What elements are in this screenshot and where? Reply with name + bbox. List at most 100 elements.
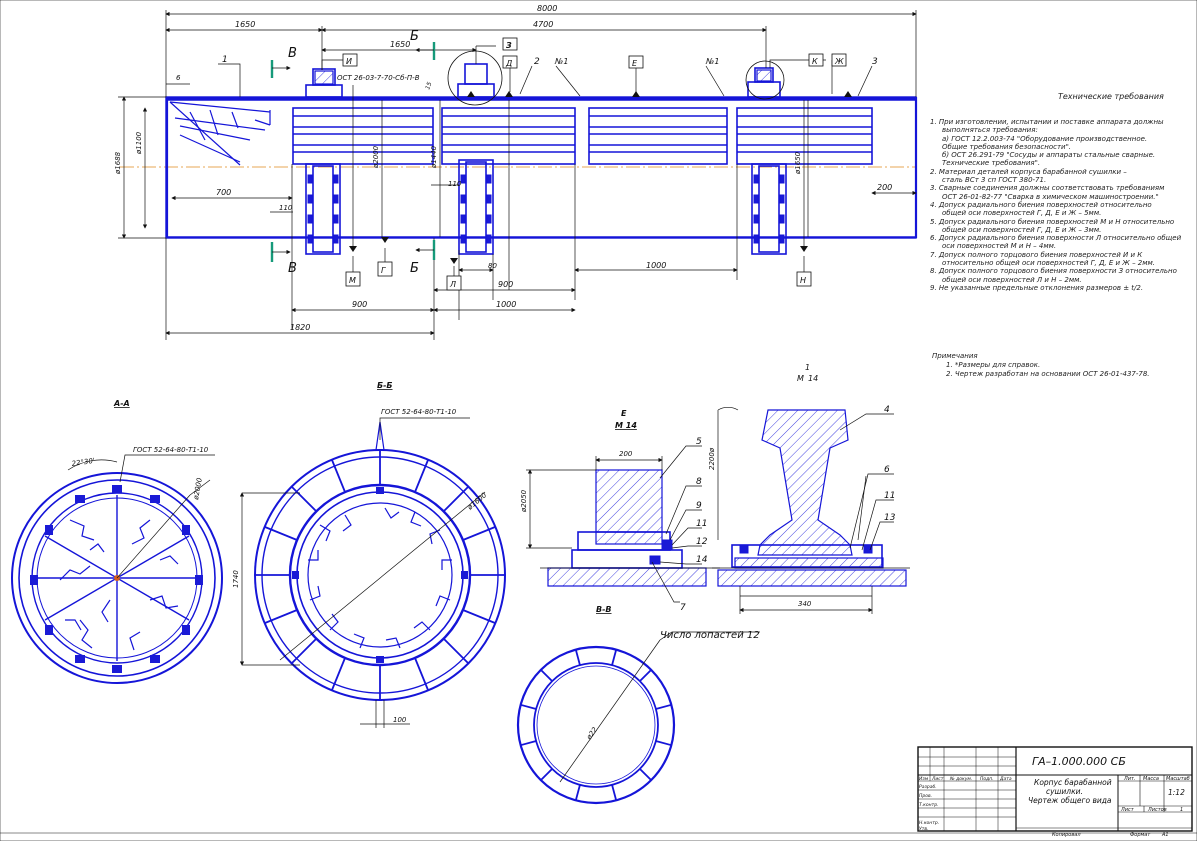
view-e-text: Е М 14 200 ø2050 5 8 9 11 12 14 7 В-В <box>520 409 708 614</box>
requirement-line: б) ОСТ 26.291-79 "Сосуды и аппараты стал… <box>942 151 1156 160</box>
col-izm: Изм <box>919 776 929 782</box>
leader-no1-b: №1 <box>705 57 719 66</box>
vv-blade <box>520 703 537 710</box>
vv-blade <box>639 768 652 781</box>
dia-2050-e: ø2050 <box>520 489 528 513</box>
view-1-detail <box>712 406 910 614</box>
dim-1650-top: 1650 <box>235 20 255 29</box>
view-label-1: 1 <box>805 363 810 372</box>
requirements-title: Технические требования <box>1058 92 1164 101</box>
dim-200-e: 200 <box>619 450 633 458</box>
marker-E: Е <box>632 59 638 68</box>
requirement-line: 1. При изготовлении, испытании и поставк… <box>930 118 1164 126</box>
drawing-name-2: сушилки. <box>1046 787 1083 796</box>
view-label-1-scale-num: 14 <box>808 374 818 383</box>
requirement-line: 7. Допуск полного торцового биения повер… <box>930 250 1143 259</box>
requirement-line: 8. Допуск полного торцового биения повер… <box>930 267 1177 276</box>
main-leader-text: 1 2 3 №1 №1 ОСТ 26-03-7-70-Сб-П-В И К Ж … <box>222 29 878 289</box>
requirement-line: 3. Сварные соединения должны соответство… <box>930 184 1165 193</box>
requirement-line: Общие требования безопасности". <box>942 142 1072 151</box>
view-label-e-scale: М 14 <box>615 421 637 430</box>
requirement-line: 5. Допуск радиального биения поверхносте… <box>930 217 1175 226</box>
dim-6: 6 <box>176 74 181 82</box>
copied-label: Копировал <box>1052 832 1081 838</box>
section-aa-text: А-А ГОСТ 52-64-80-Т1-10 22°30' ø2000 <box>71 399 209 501</box>
col-date: Дата <box>999 776 1012 782</box>
format-value: А1 <box>1161 832 1169 838</box>
vv-blade <box>655 740 672 747</box>
notes-title: Примечания <box>932 352 978 360</box>
marker-K: К <box>812 57 818 66</box>
col-list: Лист <box>931 776 944 782</box>
requirement-line: 9. Не указанные предельные отклонения ра… <box>930 283 1144 292</box>
main-dimensions <box>118 10 917 340</box>
dim-340: 340 <box>798 600 812 608</box>
requirement-line: общей оси поверхностей Г, Д, Е и Ж – 5мм… <box>942 209 1102 218</box>
leader-9: 9 <box>696 501 702 511</box>
dim-1000-a: 1000 <box>496 300 516 309</box>
requirement-line: общей оси поверхностей Л и Н – 2мм. <box>942 275 1082 284</box>
dim-200-right: 200 <box>877 183 892 192</box>
col-ndoc: № докум. <box>949 776 972 782</box>
vv-blade <box>540 669 553 682</box>
requirement-line: общей оси поверхностей Г, Д, Е и Ж – 3мм… <box>942 225 1102 234</box>
leader-1: 1 <box>222 55 228 65</box>
dim-1650-mid: 1650 <box>390 40 410 49</box>
gost-aa: ГОСТ 52-64-80-Т1-10 <box>133 446 209 454</box>
dim-80: 80 <box>488 262 497 270</box>
leader-12: 12 <box>696 537 708 547</box>
dim-15: 15 <box>424 81 433 91</box>
dim-4700: 4700 <box>533 20 553 29</box>
cut-v-top: В <box>288 46 297 61</box>
leader-13: 13 <box>884 513 896 523</box>
dia-1440: ø1440 <box>430 145 438 169</box>
requirement-line: 6. Допуск радиального биения поверхности… <box>930 234 1182 243</box>
leader-11b: 11 <box>884 491 895 501</box>
scale-value: 1:12 <box>1168 788 1185 797</box>
marker-L: Л <box>449 280 456 289</box>
section-cut-markers <box>270 42 436 262</box>
leader-3: 3 <box>872 57 878 67</box>
row-nkontr: Н.контр. <box>919 820 939 826</box>
dia-22: ø22 <box>585 725 600 742</box>
sheets-count: 1 <box>1180 807 1183 813</box>
dia-1650: ø1650 <box>794 151 802 175</box>
format-label: Формат <box>1130 832 1151 838</box>
marker-G: Г <box>381 266 386 275</box>
sheets-label: Листов <box>1147 807 1167 813</box>
requirement-line: сталь ВСт 3 сп ГОСТ 380-71. <box>942 176 1047 185</box>
drawing-name-3: Чертеж общего вида <box>1028 796 1112 805</box>
notes-block: Примечания 1. *Размеры для справок. 2. Ч… <box>932 352 1194 379</box>
section-bb-view <box>239 417 506 728</box>
dim-1740: 1740 <box>232 570 240 588</box>
section-aa-view <box>11 454 223 684</box>
angle-22: 22°30' <box>71 457 95 468</box>
requirement-line: а) ГОСТ 12.2.003-74 "Оборудование произв… <box>942 134 1148 143</box>
requirement-line: ОСТ 26-01-82-77 "Сварка в химическом маш… <box>942 192 1159 201</box>
row-utv: Утв. <box>919 826 928 832</box>
title-block <box>917 746 1193 832</box>
section-bb-text: Б-Б ГОСТ 52-64-80-Т1-10 ø1600 1740 100 <box>232 381 489 724</box>
drawing-code: ГА–1.000.000 СБ <box>1032 755 1126 768</box>
col-lit: Лит. <box>1123 776 1136 782</box>
view-label-e: Е <box>621 409 627 418</box>
view-1-text: 1 М 14 4 6 11 13 2200ø 340 <box>708 363 896 608</box>
dim-110-left: 110 <box>279 204 293 212</box>
requirement-line: относительно общей оси поверхностей Г, Д… <box>942 259 1156 268</box>
main-dimension-text: 8000 1650 4700 1650 6 700 110 110 80 900… <box>114 4 892 332</box>
marker-I: И <box>346 57 352 66</box>
marker-M: М <box>349 276 356 285</box>
requirement-line: выполняться требования: <box>942 126 1038 135</box>
leader-5: 5 <box>696 437 702 447</box>
leader-14: 14 <box>696 555 708 565</box>
blade-count: Число лопастей 12 <box>660 630 760 641</box>
dim-100: 100 <box>393 716 407 724</box>
leader-8: 8 <box>696 477 702 487</box>
cut-v-bot: В <box>288 261 297 276</box>
section-vv-text: Число лопастей 12 ø22 <box>585 630 760 742</box>
col-podp: Подп. <box>980 776 994 782</box>
leader-7: 7 <box>680 603 686 613</box>
note-item: 2. Чертеж разработан на основании ОСТ 26… <box>946 370 1150 378</box>
datum-markers <box>342 37 847 291</box>
